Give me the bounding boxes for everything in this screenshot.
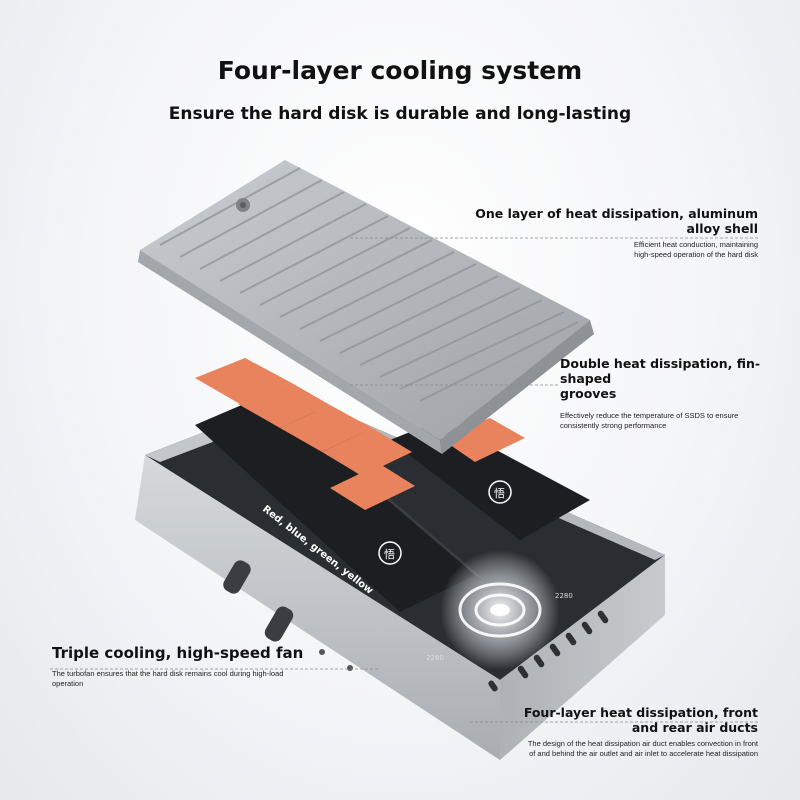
callout-heading: Double heat dissipation, fin-shaped — [560, 356, 761, 386]
slot-label: 2280 — [555, 592, 573, 600]
ssd-chip-logo: 悟 — [384, 547, 395, 561]
callout-heading: One layer of heat dissipation, aluminum — [475, 206, 758, 221]
callout-desc: The design of the heat dissipation air d… — [527, 739, 758, 748]
callout-desc-2: of and behind the air outlet and air inl… — [529, 749, 758, 758]
callout-aluminum-shell: One layer of heat dissipation, aluminum … — [470, 206, 758, 260]
usb-c-port-icon — [223, 560, 251, 594]
air-vents — [488, 610, 609, 692]
callout-desc: Effectively reduce the temperature of SS… — [560, 411, 739, 420]
callout-heading: Four-layer heat dissipation, front — [523, 705, 758, 720]
slot-label-2: 2280 — [426, 654, 444, 662]
page-subtitle: Ensure the hard disk is durable and long… — [168, 104, 632, 124]
callout-desc-2: high-speed operation of the hard disk — [634, 250, 758, 259]
callout-heading-2: grooves — [560, 386, 617, 401]
callout-desc-2: consistently strong performance — [560, 421, 667, 430]
thermal-pads — [195, 358, 525, 510]
callout-leaders — [50, 237, 760, 723]
callout-high-speed-fan: Triple cooling, high-speed fan The turbo… — [52, 644, 372, 689]
callout-heading-2: and rear air ducts — [631, 720, 758, 735]
callout-heading: Triple cooling, high-speed fan — [52, 644, 304, 662]
callout-desc: The turbofan ensures that the hard disk … — [52, 669, 284, 678]
page-title: Four-layer cooling system — [217, 56, 583, 85]
usb-c-port-icon — [264, 606, 294, 642]
callout-heading-2: alloy shell — [686, 221, 758, 236]
aluminum-shell-lid — [138, 160, 594, 454]
callout-air-ducts: Four-layer heat dissipation, front and r… — [440, 705, 758, 759]
callout-fin-grooves: Double heat dissipation, fin-shaped groo… — [560, 356, 790, 431]
turbo-fan-icon — [440, 550, 560, 670]
callout-desc-2: operation — [52, 679, 84, 688]
ssd-chip-logo-right: 悟 — [494, 486, 505, 500]
callout-desc: Efficient heat conduction, maintaining — [633, 240, 758, 249]
